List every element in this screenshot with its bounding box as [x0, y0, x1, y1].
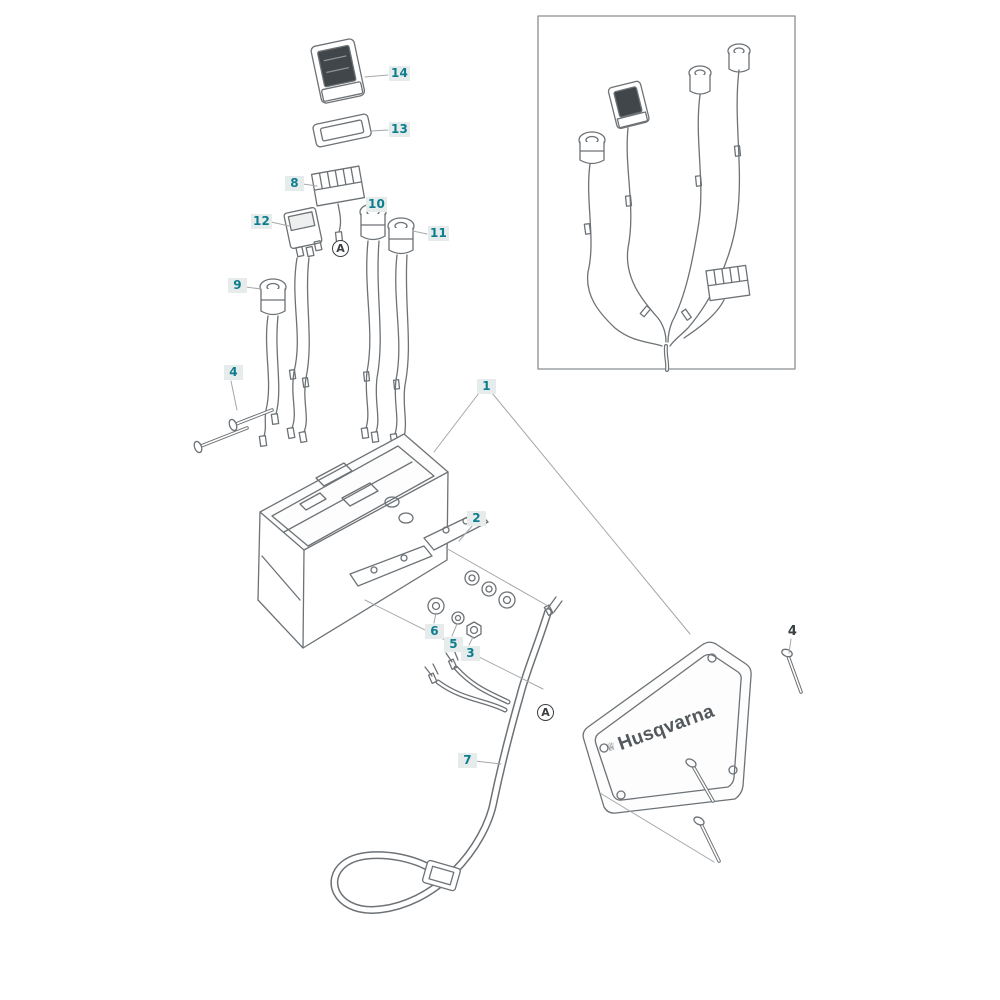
callout-7: 7: [458, 753, 477, 768]
crown-icon: ♕: [604, 739, 618, 755]
round-switch-9: [258, 278, 287, 448]
callout-6: 6: [425, 624, 444, 639]
cable-assembly-7: [330, 596, 563, 914]
round-switch-10: [359, 203, 387, 444]
callout-4-right: 4: [787, 624, 798, 639]
detail-marker-a-bottom: A: [537, 704, 554, 721]
callout-12: 12: [251, 214, 273, 229]
screws-4-right: [685, 648, 803, 863]
connector-block-8: [310, 165, 366, 243]
callout-3: 3: [461, 646, 480, 661]
callout-1: 1: [477, 379, 496, 394]
round-switch-11: [387, 217, 415, 450]
detail-inset-box: [537, 15, 796, 372]
callout-2: 2: [467, 511, 486, 526]
nut-3: [466, 621, 482, 639]
gasket-13: [312, 113, 372, 148]
housing-panel-1: [257, 433, 449, 649]
screws-4-left: [193, 408, 274, 454]
callout-5: 5: [444, 637, 463, 652]
detail-marker-a-top: A: [332, 240, 349, 257]
callout-9: 9: [228, 278, 247, 293]
switch-12: [283, 206, 323, 444]
callout-10: 10: [366, 197, 388, 212]
callout-11: 11: [428, 226, 450, 241]
cover-panel: ♕ Husqvarna: [582, 641, 752, 814]
callout-13: 13: [389, 122, 411, 137]
rocker-switch-14: [310, 38, 366, 104]
bracket-plate-2: [349, 511, 516, 609]
nut-5: [451, 611, 465, 625]
callout-8: 8: [285, 176, 304, 191]
washer-6: [427, 597, 445, 615]
callout-14: 14: [389, 66, 411, 81]
callout-4-left: 4: [224, 365, 243, 380]
